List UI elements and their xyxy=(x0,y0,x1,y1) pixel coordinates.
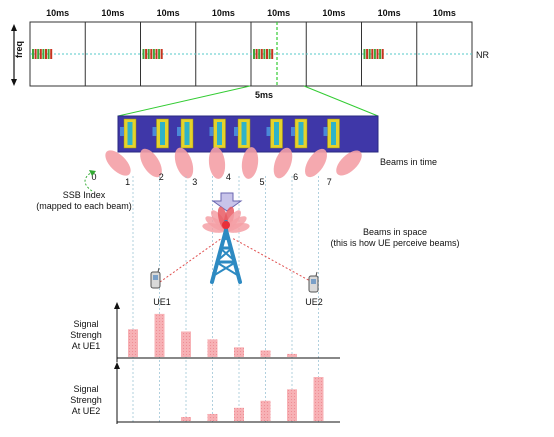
ue1-label: UE1 xyxy=(153,297,171,307)
beam-index-label: 4 xyxy=(226,172,231,182)
beam-lobe xyxy=(305,148,327,178)
ue1-bars xyxy=(128,313,297,357)
ue2-signal-label-line-1: Signal xyxy=(73,384,98,394)
beam-index-label: 6 xyxy=(293,172,298,182)
signal-bar xyxy=(207,339,218,357)
signal-bar xyxy=(313,377,324,421)
signal-bar xyxy=(234,407,244,421)
signal-bar xyxy=(128,329,138,357)
slot-label: 10ms xyxy=(322,8,345,18)
ssb-block xyxy=(323,118,340,149)
ssb-index-labels: 0 1 2 3 4 5 6 7 xyxy=(91,172,331,187)
frame-timeline: 10ms 10ms 10ms 10ms 10ms 10ms 10ms 10ms NR xyxy=(29,8,489,87)
ue1-link xyxy=(159,237,223,283)
slot-label: 10ms xyxy=(46,8,69,18)
beam-index-label: 7 xyxy=(327,177,332,187)
signal-bar xyxy=(234,347,244,357)
ssb-blocks xyxy=(120,118,340,149)
ssb-block xyxy=(209,118,226,149)
space-beam-lobe xyxy=(225,223,250,233)
signal-chart-ue2: Signal Strengh At UE2 xyxy=(70,362,340,424)
slot-label: 10ms xyxy=(267,8,290,18)
ssb-index-callout: SSB Index (mapped to each beam) xyxy=(36,170,132,211)
ssb-block xyxy=(177,118,194,149)
beams-in-space-sub: (this is how UE perceive beams) xyxy=(330,238,459,248)
signal-chart-ue1: Signal Strengh At UE1 xyxy=(70,302,340,362)
ue1-y-axis-arrow-icon xyxy=(114,302,120,309)
slot-labels: 10ms 10ms 10ms 10ms 10ms 10ms 10ms 10ms xyxy=(46,8,456,18)
signal-bar xyxy=(260,400,271,421)
beams-in-space-label: Beams in space xyxy=(363,227,427,237)
ue2-signal-label-line-2: Strengh xyxy=(70,395,102,405)
ue2-link xyxy=(231,237,313,283)
ue2-bars xyxy=(181,377,324,421)
zoom-label: 5ms xyxy=(255,90,273,100)
beam-lobe xyxy=(241,147,259,179)
ssb-block xyxy=(291,118,308,149)
ue2-phone-icon xyxy=(308,271,319,293)
ssb-burst-marker xyxy=(142,49,163,59)
beam-index-label: 1 xyxy=(125,177,130,187)
arrow-up-icon xyxy=(11,24,17,31)
beam-index-label: 5 xyxy=(259,177,264,187)
signal-bar xyxy=(154,313,165,357)
ue1-signal-label-line-1: Signal xyxy=(73,319,98,329)
ssb-burst-zoom xyxy=(117,115,379,153)
arrow-down-icon xyxy=(11,79,17,86)
beam-lobe xyxy=(140,148,162,178)
slot-label: 10ms xyxy=(212,8,235,18)
freq-label: freq xyxy=(14,41,24,58)
ssb-block xyxy=(120,118,137,149)
ssb-block xyxy=(152,118,169,149)
ssb-bursts xyxy=(32,49,384,59)
ue2-label: UE2 xyxy=(305,297,323,307)
slot-label: 10ms xyxy=(101,8,124,18)
ssb-block xyxy=(266,118,283,149)
ue2-y-axis-arrow-icon xyxy=(114,362,120,369)
ssb-burst-marker xyxy=(363,49,384,59)
beams-in-time xyxy=(105,147,362,179)
signal-bar xyxy=(207,413,218,421)
beam-index-label: 0 xyxy=(91,172,96,182)
ssb-index-sub: (mapped to each beam) xyxy=(36,201,132,211)
beam-index-label: 2 xyxy=(159,172,164,182)
beam-lobe xyxy=(336,150,362,176)
down-arrow-icon xyxy=(211,192,243,212)
base-station-tower-icon xyxy=(210,220,242,284)
ue2-signal-label-line-3: At UE2 xyxy=(72,406,101,416)
signal-bar xyxy=(287,353,297,357)
ssb-block xyxy=(234,118,251,149)
signal-bar xyxy=(181,417,191,421)
beam-lobe xyxy=(273,147,293,179)
ssb-burst-marker xyxy=(253,49,274,59)
signal-bar xyxy=(260,350,271,357)
beam-lobe xyxy=(208,147,226,179)
freq-axis: freq xyxy=(11,24,24,86)
slot-label: 10ms xyxy=(378,8,401,18)
beam-lobe xyxy=(174,147,194,179)
signal-bar xyxy=(181,331,191,357)
ue1-signal-label-line-3: At UE1 xyxy=(72,341,101,351)
ssb-burst-marker xyxy=(32,49,53,59)
ssb-index-label: SSB Index xyxy=(63,190,106,200)
beam-lobe xyxy=(105,150,131,176)
signal-bar xyxy=(287,389,297,421)
nr-label: NR xyxy=(476,50,489,60)
ue1-signal-label-line-2: Strengh xyxy=(70,330,102,340)
beams-in-time-label: Beams in time xyxy=(380,157,437,167)
slot-label: 10ms xyxy=(433,8,456,18)
zoom-connector: 5ms xyxy=(117,85,379,117)
slot-label: 10ms xyxy=(157,8,180,18)
beam-index-label: 3 xyxy=(192,177,197,187)
ue1-phone-icon xyxy=(150,267,161,289)
